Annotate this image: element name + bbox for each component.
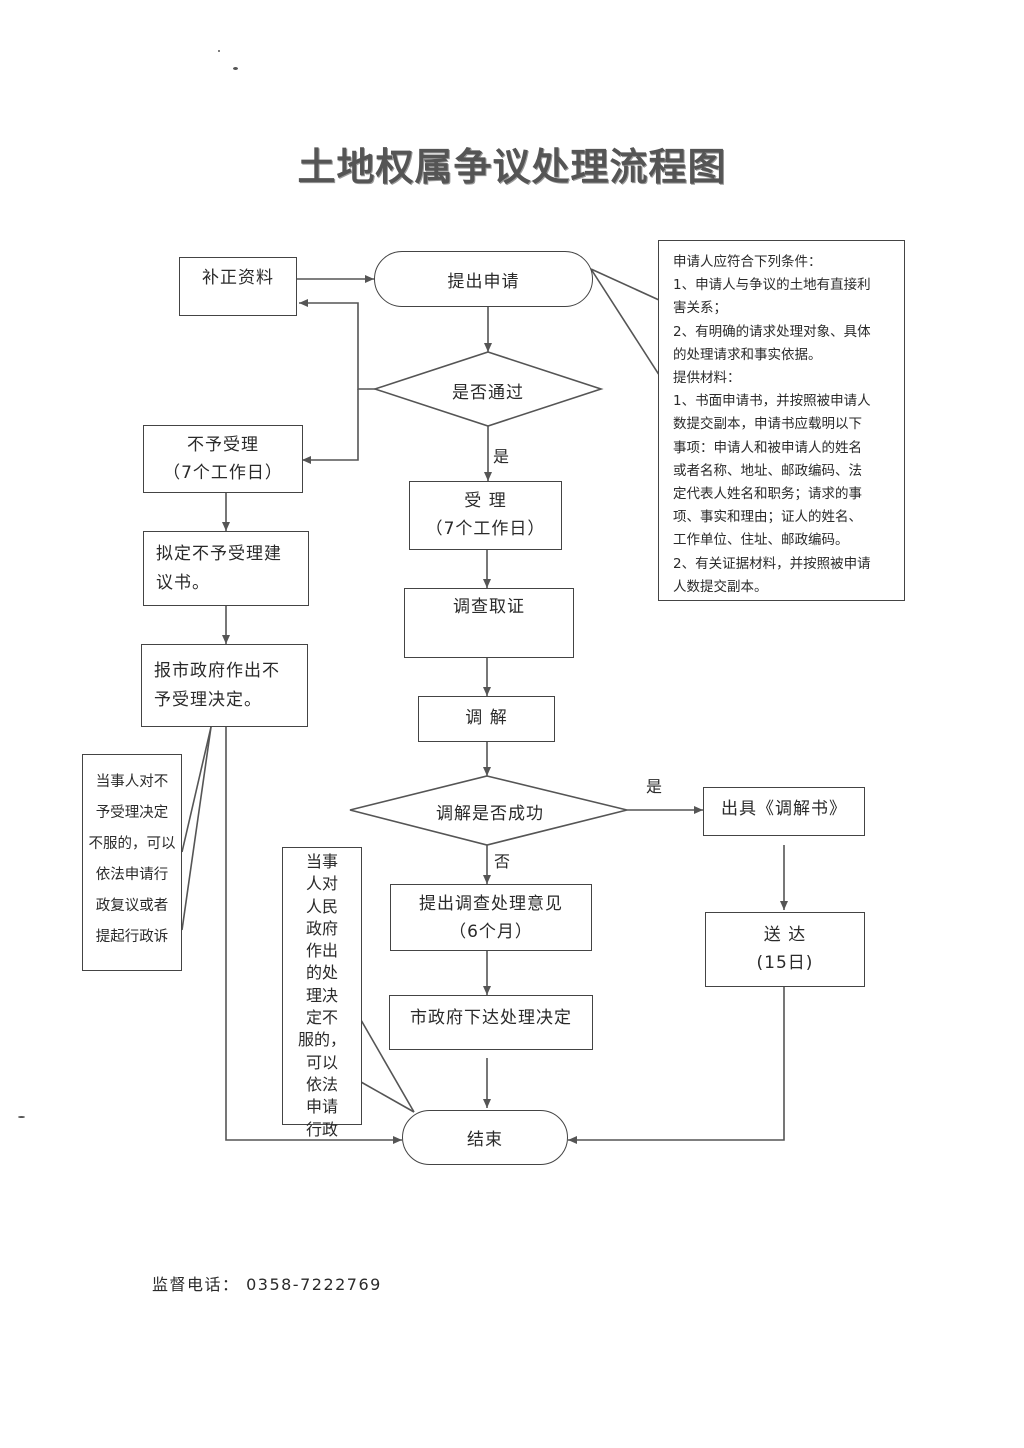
mid-note-line: 当事 <box>305 852 338 871</box>
left-note-line: 政复议或者 <box>95 898 169 914</box>
node-submit: 提出申请 <box>374 251 593 307</box>
node-report-line1: 报市政府作出不 <box>154 661 280 681</box>
conditions-line: 1、申请人与争议的土地有直接利 <box>673 277 871 294</box>
node-mediate-label: 调 解 <box>465 708 508 728</box>
arrow-check-to-reject <box>302 389 359 464</box>
arrow-deliver-to-end <box>568 987 785 1144</box>
conditions-line: 2、有明确的请求处理对象、具体 <box>673 323 871 340</box>
conditions-line: 申请人应符合下列条件： <box>673 254 822 270</box>
mid-note-line: 服的， <box>297 1030 346 1050</box>
scan-speck <box>218 50 220 52</box>
left-note-line: 当事人对不 <box>95 774 169 790</box>
node-draft: 拟定不予受理建 议书。 <box>143 531 309 606</box>
decision-diamond-mediate <box>349 775 628 846</box>
callout-left-note <box>181 726 212 853</box>
node-opinion: 提出调查处理意见 （6个月） <box>390 884 592 951</box>
conditions-line: 1、书面申请书，并按照被申请人 <box>673 393 871 410</box>
left-note-line: 予受理决定 <box>95 805 169 821</box>
node-deliver-line2: (15日) <box>756 953 814 973</box>
conditions-line: 或者名称、地址、邮政编码、法 <box>673 462 862 479</box>
node-opinion-line1: 提出调查处理意见 <box>419 894 563 914</box>
mid-note-line: 定不 <box>305 1008 338 1028</box>
node-report: 报市政府作出不 予受理决定。 <box>141 644 308 727</box>
conditions-line: 提供材料： <box>673 370 741 387</box>
mid-note-line: 理决 <box>305 985 338 1005</box>
mid-note-line: 申请 <box>305 1097 338 1117</box>
node-accept-line2: （7个工作日） <box>425 519 546 539</box>
node-investigate: 调查取证 <box>404 588 574 658</box>
node-reject-line1: 不予受理 <box>187 435 259 455</box>
node-submit-label: 提出申请 <box>447 271 520 292</box>
mid-note-line: 依法 <box>305 1074 338 1094</box>
mid-note-line: 人民 <box>305 896 338 916</box>
node-draft-line2: 议书。 <box>156 573 210 593</box>
decision-diamond-pass <box>372 351 604 427</box>
node-accept: 受 理 （7个工作日） <box>409 481 562 550</box>
page-title: 土地权属争议处理流程图 <box>297 144 727 189</box>
conditions-line: 数提交副本，申请书应载明以下 <box>673 416 862 433</box>
node-issue-mediation-label: 出具《调解书》 <box>721 799 847 819</box>
edge-label-no-mediate: 否 <box>494 852 511 871</box>
arrow-check-to-supplement <box>299 299 375 390</box>
node-mediate: 调 解 <box>418 696 555 742</box>
node-supplement: 补正资料 <box>179 257 297 316</box>
conditions-note: 申请人应符合下列条件： 1、申请人与争议的土地有直接利 害关系； 2、有明确的请… <box>658 240 905 601</box>
node-opinion-line2: （6个月） <box>449 922 533 942</box>
edge-label-yes-mediate: 是 <box>646 777 663 796</box>
conditions-line: 项、事实和理由；证人的姓名、 <box>673 509 862 526</box>
node-draft-line1: 拟定不予受理建 <box>156 544 282 564</box>
mid-note-line: 可以 <box>305 1052 338 1072</box>
mid-note-line: 政府 <box>305 918 338 938</box>
conditions-line: 的处理请求和事实依据。 <box>673 346 822 363</box>
decision-mediate-label: 调解是否成功 <box>436 804 544 824</box>
node-decision-label: 市政府下达处理决定 <box>410 1008 572 1028</box>
node-issue-mediation: 出具《调解书》 <box>703 787 865 836</box>
conditions-line: 定代表人姓名和职务；请求的事 <box>673 486 862 503</box>
callout-conditions <box>590 268 660 301</box>
decision-pass-label: 是否通过 <box>452 383 524 403</box>
conditions-line: 事项：申请人和被申请人的姓名 <box>673 439 862 456</box>
node-reject-line2: （7个工作日） <box>163 463 283 483</box>
left-note-line: 依法申请行 <box>95 867 169 883</box>
conditions-line: 人数提交副本。 <box>673 578 768 595</box>
edge-label-yes-pass: 是 <box>493 447 510 466</box>
mid-note-line: 行政 <box>305 1119 338 1139</box>
mid-appeal-note: 当事 人对 人民 政府 作出 的处 理决 定不 服的， 可以 依法 申请 行政 <box>282 847 362 1139</box>
scan-speck <box>233 67 238 70</box>
supervision-phone: 监督电话： 0358-7222769 <box>152 1275 382 1294</box>
callout-left-note-2 <box>181 726 212 931</box>
node-deliver-line1: 送 达 <box>763 925 807 945</box>
mid-note-line: 的处 <box>305 963 338 983</box>
node-decision: 市政府下达处理决定 <box>389 995 593 1050</box>
node-report-line2: 予受理决定。 <box>154 690 262 710</box>
scan-speck <box>18 1116 25 1118</box>
mid-note-line: 人对 <box>305 874 338 894</box>
node-reject: 不予受理 （7个工作日） <box>143 425 303 493</box>
callout-mid-note-2 <box>360 1081 415 1113</box>
conditions-line: 害关系； <box>673 300 727 317</box>
node-end-label: 结束 <box>467 1130 503 1150</box>
mid-note-line: 作出 <box>305 941 338 961</box>
node-accept-line1: 受 理 <box>464 491 507 511</box>
arrow-report-to-end <box>225 727 402 1144</box>
node-investigate-label: 调查取证 <box>453 597 525 617</box>
left-appeal-note: 当事人对不 予受理决定 不服的，可以 依法申请行 政复议或者 提起行政诉 <box>82 754 182 971</box>
conditions-line: 工作单位、住址、邮政编码。 <box>673 532 849 549</box>
node-supplement-label: 补正资料 <box>202 268 274 288</box>
callout-mid-note <box>360 1019 415 1113</box>
left-note-line: 提起行政诉 <box>95 929 169 945</box>
conditions-line: 2、有关证据材料，并按照被申请 <box>673 555 871 572</box>
node-end: 结束 <box>402 1110 568 1165</box>
node-deliver: 送 达 (15日) <box>705 912 865 987</box>
left-note-line: 不服的，可以 <box>88 836 176 852</box>
